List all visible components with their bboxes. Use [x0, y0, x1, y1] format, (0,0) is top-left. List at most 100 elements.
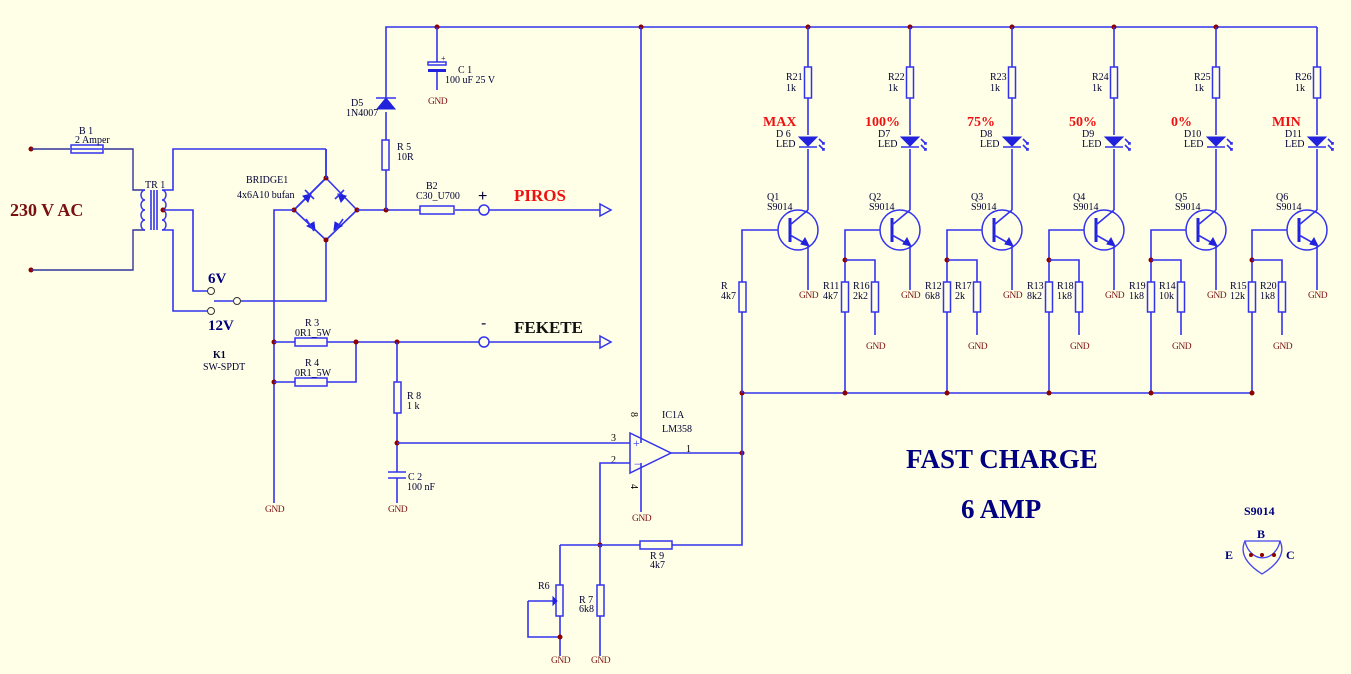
led-resistor-body [1312, 66, 1322, 99]
led-ref: D7 [878, 129, 890, 140]
b2-ref: B2 [426, 181, 438, 192]
supply-branch: R 5 10R D5 1N4007 + C 1 100 uF 25 V GND [346, 24, 1317, 412]
positive-rail: B2 C30_U700 + PIROS [357, 181, 613, 218]
led-icon [1205, 136, 1227, 147]
r3-ref: R 3 [305, 318, 319, 329]
charge-level-indicator: 100% [865, 115, 900, 130]
pin-3: 3 [611, 433, 616, 444]
pinout-b: B [1257, 527, 1265, 541]
divider-top-ref: R12 [925, 281, 942, 292]
led-resistor-body [1007, 66, 1017, 99]
divider-top-ref: R13 [1027, 281, 1044, 292]
transistor-ref: Q4 [1073, 192, 1085, 203]
svg-text:+: + [441, 54, 446, 63]
c1-value: 100 uF 25 V [445, 75, 496, 86]
emitter-gnd: GND [1207, 291, 1227, 301]
led-ref: D8 [980, 129, 992, 140]
npn-transistor-icon [1286, 209, 1328, 251]
led-resistor-ref: R25 [1194, 72, 1211, 83]
led-value: LED [1082, 139, 1101, 150]
charge-level-indicator: MAX [763, 115, 796, 130]
divider-top-resistor [840, 281, 850, 313]
transistor-value: S9014 [1276, 202, 1302, 213]
r7-gnd: GND [591, 656, 611, 666]
switch-k1[interactable]: 6V 12V K1 SW-SPDT [203, 240, 327, 373]
transistor-pinout: S9014 B E C [1225, 504, 1295, 575]
r4-body [294, 377, 328, 387]
led-icon [797, 136, 819, 147]
led-resistor-ref: R26 [1295, 72, 1312, 83]
r5-body [381, 139, 390, 171]
divider-bottom-ref: R20 [1260, 281, 1277, 292]
switch-type: SW-SPDT [203, 362, 245, 373]
r-body [738, 281, 747, 313]
npn-transistor-icon [981, 209, 1023, 251]
negative-symbol: - [481, 315, 486, 332]
npn-transistor-icon [879, 209, 921, 251]
divider-bottom-resistor [972, 281, 982, 313]
divider-bottom-ref: R17 [955, 281, 972, 292]
charge-level-indicator: 75% [967, 115, 995, 130]
r9-ref: R 9 [650, 551, 664, 562]
r8-ref: R 8 [407, 391, 421, 402]
divider-gnd: GND [968, 342, 988, 352]
divider-bottom-resistor [1074, 281, 1084, 313]
led-icon [1001, 136, 1023, 147]
led-icon [1306, 136, 1328, 147]
pin-8: 8 [628, 412, 639, 417]
positive-terminal[interactable] [478, 204, 490, 216]
led-resistor-ref: R24 [1092, 72, 1109, 83]
d5-ref: D5 [351, 98, 363, 109]
divider-top-value: 6k8 [925, 291, 940, 302]
opamp-gnd: GND [632, 514, 652, 524]
negative-output-label: FEKETE [514, 318, 583, 337]
led-value: LED [776, 139, 795, 150]
positive-symbol: + [478, 188, 487, 205]
r5-value: 10R [397, 152, 414, 163]
divider-top-value: 1k8 [1129, 291, 1144, 302]
d5-value: 1N4007 [346, 108, 378, 119]
transistor-ref: Q1 [767, 192, 779, 203]
base-bus: R 4k7 [721, 229, 1251, 453]
pin-2: 2 [611, 455, 616, 466]
led-resistor-ref: R22 [888, 72, 905, 83]
r3-body [294, 337, 328, 347]
negative-terminal[interactable] [478, 336, 490, 348]
divider-bottom-value: 10k [1159, 291, 1174, 302]
led-icon [1103, 136, 1125, 147]
transformer-tr1: TR 1 [140, 148, 326, 312]
b2-value: C30_U700 [416, 191, 460, 202]
switch-ref: K1 [213, 350, 226, 361]
led-resistor-ref: R21 [786, 72, 803, 83]
transistor-value: S9014 [767, 202, 793, 213]
divider-gnd: GND [1172, 342, 1192, 352]
transistor-value: S9014 [1073, 202, 1099, 213]
switch-12v-label: 12V [208, 318, 234, 334]
svg-text:−: − [634, 457, 641, 471]
r-ref: R [721, 281, 728, 292]
bridge-rectifier: BRIDGE1 4x6A10 bufan [237, 149, 360, 503]
pin-4: 4 [628, 484, 639, 489]
r4-value: 0R1_5W [295, 368, 332, 379]
ic1a-ref: IC1A [662, 410, 685, 421]
led-resistor-body [1109, 66, 1119, 99]
title-line-1: FAST CHARGE [906, 444, 1098, 474]
opamp-ic1a: + − 3 2 1 8 4 IC1A LM358 GND R 9 4k7 R6 … [527, 410, 745, 666]
transistor-ref: Q5 [1175, 192, 1187, 203]
ic1a-value: LM358 [662, 424, 692, 435]
r9-body [639, 540, 673, 550]
led-resistor-body [1211, 66, 1221, 99]
led-ref: D9 [1082, 129, 1094, 140]
divider-top-value: 12k [1230, 291, 1245, 302]
led-icon [899, 136, 921, 147]
c2-value: 100 nF [407, 482, 436, 493]
tr1-ref: TR 1 [145, 180, 165, 191]
transistor-ref: Q2 [869, 192, 881, 203]
divider-bottom-ref: R18 [1057, 281, 1074, 292]
led-value: LED [1184, 139, 1203, 150]
